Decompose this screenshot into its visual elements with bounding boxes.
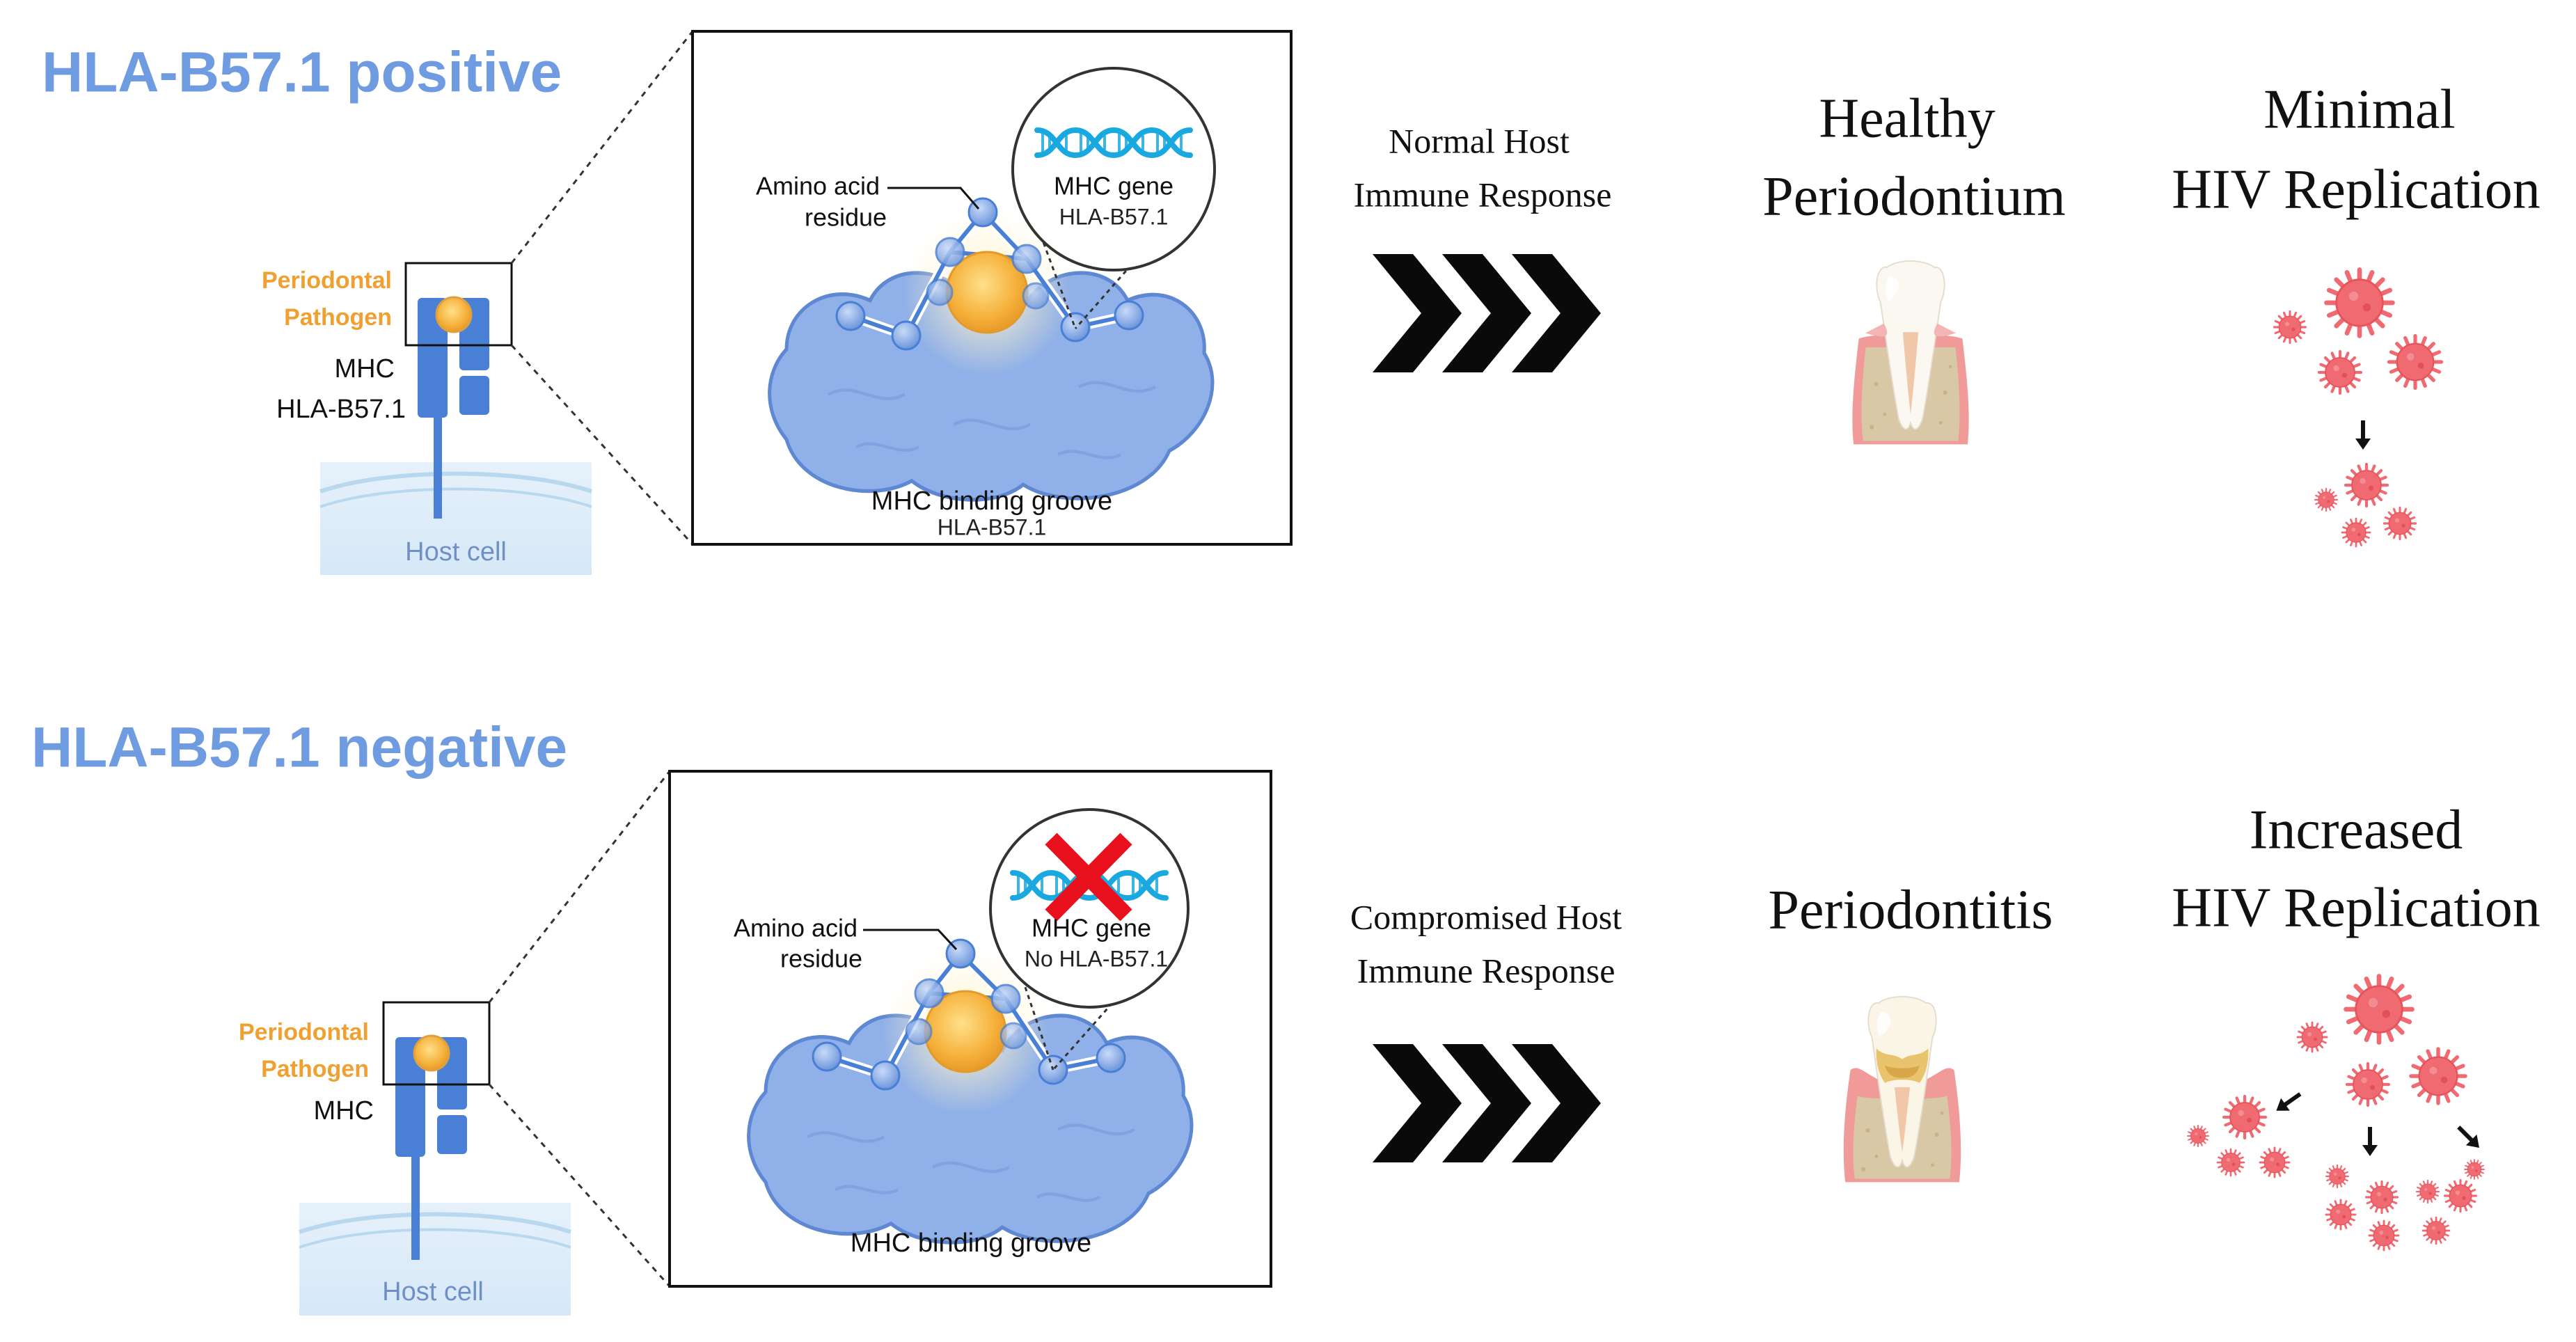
zoom-line-top-positive: [510, 31, 694, 264]
zoom-line-bottom-positive: [510, 344, 694, 546]
virus-cluster-negative: [2186, 977, 2485, 1252]
outcome-hiv-line1-positive: Minimal: [2263, 79, 2456, 140]
host-cell-label-negative: Host cell: [382, 1277, 484, 1307]
pathogen-ball-positive: [435, 296, 473, 333]
virus-icon: [2421, 1216, 2451, 1245]
residue-label-1-negative: Amino acid: [734, 914, 858, 942]
pathogen-ball-negative: [413, 1034, 450, 1072]
triple-chevron-icon: [1373, 254, 1601, 372]
triple-chevron-icon: [1373, 1044, 1601, 1162]
zoom-line-top-negative: [488, 771, 671, 1003]
red-x-icon: [1045, 832, 1132, 922]
virus-icon: [2389, 336, 2442, 388]
virus-icon: [2325, 1199, 2357, 1231]
virus-icon: [2368, 1219, 2400, 1252]
virus-icon: [2341, 517, 2371, 548]
outcome-hiv-line1-negative: Increased: [2250, 799, 2463, 860]
residue-label-2-positive: residue: [805, 203, 887, 232]
title-positive: HLA-B57.1 positive: [42, 41, 562, 104]
arrow-down-icon: [2453, 1121, 2484, 1153]
arrow-down-icon: [2272, 1088, 2305, 1117]
tooth-icon: [1851, 260, 1970, 445]
virus-icon: [2443, 1178, 2478, 1213]
virus-icon: [2296, 1021, 2328, 1053]
response-line1-negative: Compromised Host: [1350, 897, 1622, 936]
virus-icon: [2327, 270, 2393, 336]
zoom-source-box-negative: [382, 1001, 491, 1086]
response-line2-negative: Immune Response: [1357, 951, 1615, 990]
virus-icon: [2186, 1124, 2210, 1148]
mhc-allele-label-positive: HLA-B57.1: [276, 395, 406, 424]
gene-circle-positive: [1011, 67, 1216, 271]
virus-icon: [2216, 1148, 2245, 1177]
residue-label-2-negative: residue: [780, 945, 862, 973]
outcome-perio-negative: Periodontitis: [1769, 879, 2053, 940]
outcome-perio-line1-positive: Healthy: [1819, 88, 1995, 149]
gene-label-positive: MHC gene: [1054, 172, 1174, 200]
pathogen-label-2-negative: Pathogen: [261, 1056, 369, 1082]
pathogen-label-1-positive: Periodontal: [262, 267, 392, 294]
gene-allele-positive: HLA-B57.1: [1059, 204, 1169, 229]
host-cell-panel-positive: Host cell Periodontal Pathogen MHC HLA-B…: [262, 262, 592, 575]
mhc-stalk-positive: [434, 390, 442, 519]
zoom-box-positive: Amino acid residue MHC gene HLA-B57.1 MH…: [691, 30, 1293, 546]
virus-icon: [2383, 506, 2417, 541]
pathogen-label-2-positive: Pathogen: [284, 304, 392, 331]
virus-icon: [2415, 1179, 2440, 1204]
residue-label-1-positive: Amino acid: [756, 172, 880, 200]
virus-cluster-positive: [2273, 270, 2442, 548]
zoom-box-negative: Amino acid residue MHC gene No HLA-B57.1…: [668, 770, 1272, 1288]
gene-allele-negative: No HLA-B57.1: [1025, 946, 1168, 971]
groove-allele-positive: HLA-B57.1: [938, 514, 1047, 539]
row-positive: HLA-B57.1 positive Host cell Periodontal…: [42, 30, 2541, 575]
arrow-down-icon: [2362, 1127, 2378, 1156]
outcome-hiv-line2-negative: HIV Replication: [2172, 877, 2541, 938]
virus-icon: [2224, 1096, 2266, 1138]
response-line1-positive: Normal Host: [1389, 121, 1570, 160]
virus-icon: [2347, 1064, 2389, 1105]
host-cell-panel-negative: Host cell Periodontal Pathogen MHC: [239, 1001, 571, 1316]
virus-icon: [2314, 487, 2339, 512]
mhc-stalk-negative: [411, 1128, 420, 1260]
arrow-down-icon: [2355, 420, 2371, 450]
virus-icon: [2346, 464, 2387, 506]
zoom-source-box-positive: [404, 262, 513, 347]
host-cell-label-positive: Host cell: [405, 537, 507, 567]
row-negative: HLA-B57.1 negative Host cell Periodontal…: [31, 716, 2541, 1316]
outcome-hiv-line2-positive: HIV Replication: [2172, 159, 2541, 220]
mhc-chain-left-positive: [418, 298, 448, 418]
groove-label-negative: MHC binding groove: [851, 1229, 1091, 1258]
virus-icon: [2319, 352, 2361, 393]
tooth-icon: [1842, 995, 1962, 1183]
virus-icon: [2259, 1146, 2291, 1178]
response-line2-positive: Immune Response: [1354, 175, 1612, 214]
pathogen-label-1-negative: Periodontal: [239, 1019, 369, 1045]
gene-label-negative: MHC gene: [1032, 914, 1151, 942]
virus-icon: [2273, 310, 2307, 345]
virus-icon: [2411, 1049, 2465, 1103]
mhc-chain-right-bottom-positive: [459, 376, 489, 415]
outcome-perio-line2-positive: Periodontium: [1762, 166, 2066, 227]
mhc-chain-left-negative: [395, 1037, 425, 1157]
virus-icon: [2464, 1159, 2485, 1180]
mhc-label-positive: MHC: [334, 354, 395, 384]
title-negative: HLA-B57.1 negative: [31, 716, 567, 780]
mhc-chain-right-bottom-negative: [437, 1115, 467, 1154]
virus-icon: [2346, 977, 2412, 1043]
zoom-line-bottom-negative: [488, 1084, 671, 1287]
virus-icon: [2325, 1164, 2350, 1189]
gene-circle-negative: [989, 808, 1190, 1009]
mhc-label-negative: MHC: [313, 1096, 374, 1126]
groove-label-positive: MHC binding groove: [871, 487, 1112, 516]
virus-icon: [2364, 1180, 2399, 1215]
